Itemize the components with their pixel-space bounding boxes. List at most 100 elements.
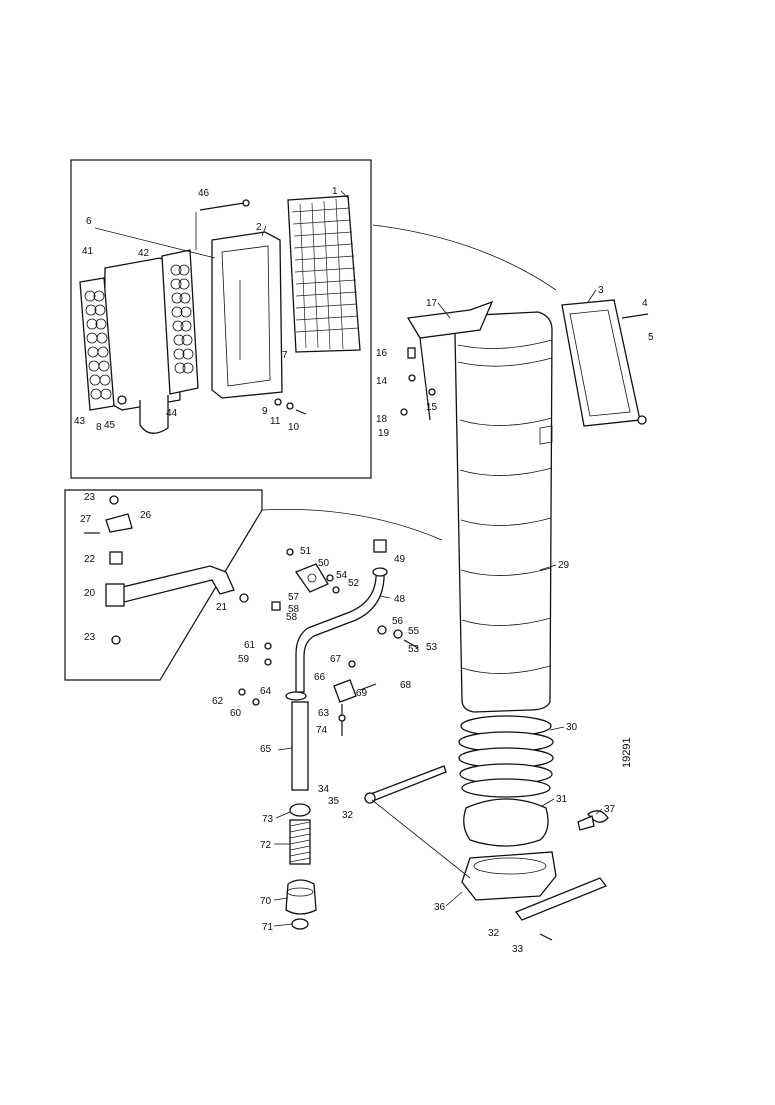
callout-8: 8 xyxy=(96,422,102,433)
fittings-53-56 xyxy=(377,625,419,649)
callout-69: 69 xyxy=(356,688,368,699)
front-grille xyxy=(287,195,361,353)
callout-70: 70 xyxy=(260,896,272,907)
callout-17: 17 xyxy=(426,298,438,309)
callout-2: 2 xyxy=(256,222,262,233)
callout-30: 30 xyxy=(566,722,578,733)
drawing-number: 19291 xyxy=(621,737,633,768)
callout-41: 41 xyxy=(82,246,94,257)
cover-panel xyxy=(211,231,283,399)
callout-7: 7 xyxy=(282,350,288,361)
callout-64: 64 xyxy=(260,686,272,697)
callout-22: 22 xyxy=(84,554,96,565)
callout-21: 21 xyxy=(216,602,228,613)
callout-37: 37 xyxy=(604,804,616,815)
callout-72: 72 xyxy=(260,840,272,851)
pipe-rod-32 xyxy=(364,765,447,804)
callout-73: 73 xyxy=(262,814,274,825)
connector-66-69 xyxy=(333,660,377,736)
small-fasteners-14-19 xyxy=(400,347,436,416)
sensor-45 xyxy=(117,395,127,405)
callout-54: 54 xyxy=(336,570,348,581)
duct-base-36 xyxy=(461,851,557,901)
callout-45: 45 xyxy=(104,420,116,431)
callout-52: 52 xyxy=(348,578,360,589)
washer-62-64 xyxy=(238,688,307,706)
flue-cap xyxy=(561,299,649,427)
callout-5: 5 xyxy=(648,332,654,343)
callout-34: 34 xyxy=(318,784,330,795)
tube-65 xyxy=(291,701,309,791)
callout-36: 36 xyxy=(434,902,446,913)
washer-23-bottom xyxy=(111,635,121,645)
fin-plate-front xyxy=(79,277,115,411)
callout-58: 58 xyxy=(288,604,300,615)
leader-6 xyxy=(94,227,216,259)
callout-20: 20 xyxy=(84,588,96,599)
callout-23b: 23 xyxy=(84,632,96,643)
washer-23-top xyxy=(109,495,119,505)
callout-18: 18 xyxy=(376,414,388,425)
fitting-49 xyxy=(373,539,387,553)
callout-14: 14 xyxy=(376,376,388,387)
callout-11: 11 xyxy=(270,416,281,427)
callout-58b: 58 xyxy=(286,612,298,623)
cap-70 xyxy=(285,879,317,915)
callout-4: 4 xyxy=(642,298,648,309)
callout-31: 31 xyxy=(556,794,568,805)
screw-21 xyxy=(239,593,249,603)
callout-42: 42 xyxy=(138,248,150,259)
washer-71 xyxy=(291,918,309,930)
valve-block-50 xyxy=(294,563,329,593)
callout-65: 65 xyxy=(260,744,272,755)
leader-arc-upper xyxy=(372,224,557,291)
callout-60: 60 xyxy=(230,708,242,719)
clip-nut xyxy=(577,815,595,831)
callout-33: 33 xyxy=(512,944,524,955)
mounting-bracket-17 xyxy=(406,300,494,421)
callout-43: 43 xyxy=(74,416,86,427)
callout-46: 46 xyxy=(198,188,210,199)
callout-55: 55 xyxy=(408,626,420,637)
callout-23a: 23 xyxy=(84,492,96,503)
callout-19: 19 xyxy=(378,428,390,439)
callout-56: 56 xyxy=(392,616,404,627)
callout-62: 62 xyxy=(212,696,224,707)
main-flue-duct xyxy=(454,311,553,713)
callout-57: 57 xyxy=(288,592,300,603)
callout-15: 15 xyxy=(426,402,438,413)
callout-6: 6 xyxy=(86,216,92,227)
callout-35: 35 xyxy=(328,796,340,807)
mounting-arm-20 xyxy=(105,565,235,607)
callout-26: 26 xyxy=(140,510,152,521)
heat-exchanger-inset-frame xyxy=(70,159,372,479)
callout-1: 1 xyxy=(332,186,338,197)
leader-arc-lower xyxy=(261,508,443,541)
callout-67: 67 xyxy=(330,654,342,665)
callout-29: 29 xyxy=(558,560,570,571)
callout-leader-ticks xyxy=(261,190,603,927)
callout-32b: 32 xyxy=(488,928,500,939)
spring-72 xyxy=(289,819,311,865)
base-bracket-32 xyxy=(514,877,608,941)
callout-3: 3 xyxy=(598,285,604,296)
ring-73 xyxy=(289,803,311,817)
callout-9: 9 xyxy=(262,406,268,417)
gasket-31 xyxy=(463,798,549,847)
callout-27: 27 xyxy=(80,514,92,525)
nut-22 xyxy=(109,551,123,565)
callout-16: 16 xyxy=(376,348,388,359)
callout-50: 50 xyxy=(318,558,330,569)
callout-63: 63 xyxy=(318,708,330,719)
callout-61: 61 xyxy=(244,640,256,651)
callout-71: 71 xyxy=(262,922,274,933)
callout-74: 74 xyxy=(316,725,328,736)
screw-46 xyxy=(199,199,250,211)
fin-plate-rear xyxy=(161,249,199,395)
callout-51: 51 xyxy=(300,546,312,557)
callout-68: 68 xyxy=(400,680,412,691)
bellows-30 xyxy=(458,715,554,798)
callout-labels: 1 2 3 4 5 6 7 8 9 10 11 14 15 16 17 18 1… xyxy=(74,186,654,955)
callout-32a: 32 xyxy=(342,810,354,821)
